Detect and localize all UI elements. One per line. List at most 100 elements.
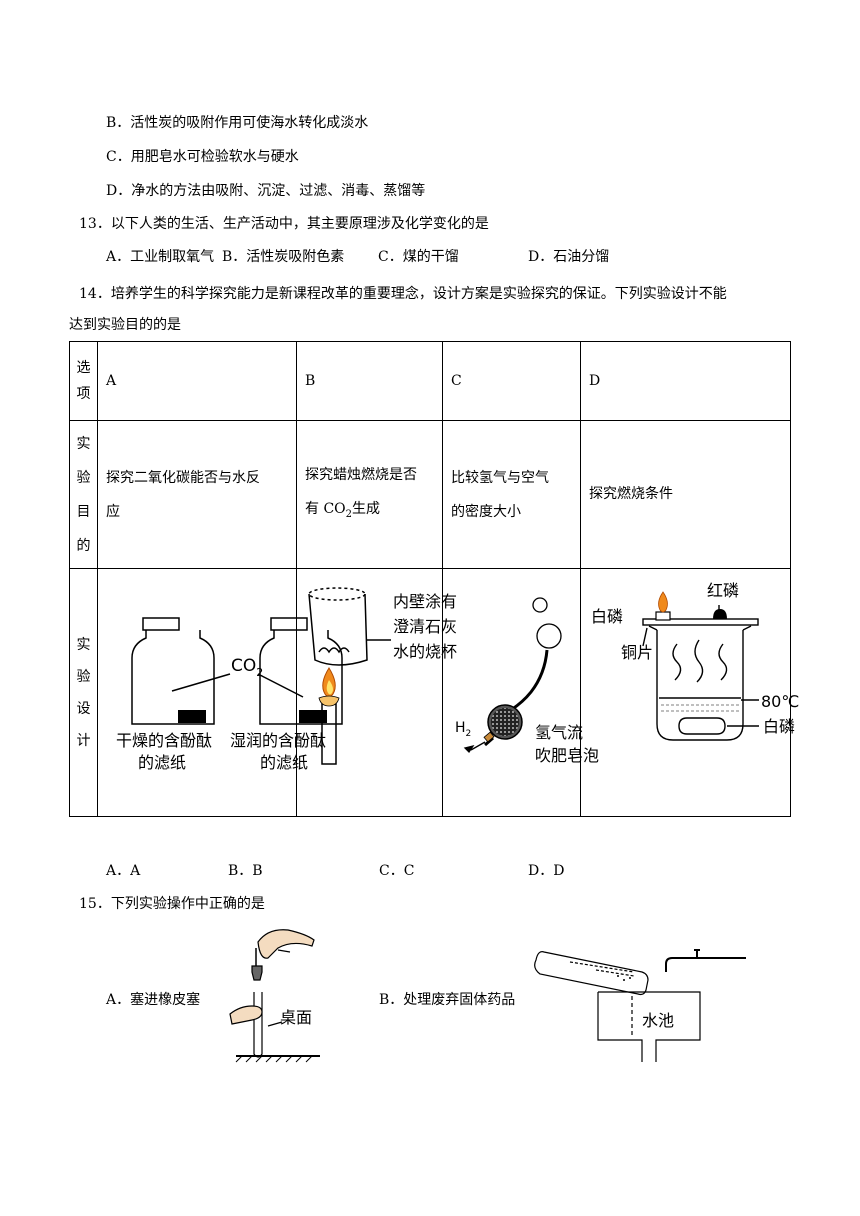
row-label-char: 验 xyxy=(76,668,91,685)
beaker-d xyxy=(656,629,744,741)
purpose-b-sub: 2 xyxy=(345,508,353,520)
purpose-a-line2: 应 xyxy=(106,503,120,520)
white-p-sample xyxy=(655,610,671,621)
upper-hand xyxy=(257,929,315,959)
design-d-diagram: 红磷 白磷 铜片 80℃ 白磷 xyxy=(591,581,799,741)
table-row-design: 实 验 设 计 CO2 xyxy=(69,568,799,817)
row-label-char: 选 xyxy=(76,360,91,376)
desk-label: 桌面 xyxy=(280,1008,312,1027)
q13-option-d: D．石油分馏 xyxy=(528,249,610,265)
design-c-cell: H2 氢气流 吹肥皂泡 xyxy=(442,568,599,817)
purpose-b: 探究蜡烛燃烧是否 有 CO2生成 xyxy=(296,420,443,569)
header-d: D xyxy=(580,341,791,421)
copper-plate xyxy=(642,617,759,626)
row-label-char: 的 xyxy=(76,537,91,554)
purpose-b-line2: 有 CO2生成 xyxy=(305,492,434,532)
design-b-diagram: 内壁涂有 澄清石灰 水的烧杯 xyxy=(308,586,457,765)
stopper-diagram: 桌面 xyxy=(229,929,320,1063)
beaker-label-3: 水的烧杯 xyxy=(393,642,457,661)
white-p-label: 白磷 xyxy=(591,607,623,626)
co2-leader-right xyxy=(257,672,304,698)
wet-paper-label-1: 湿润的含酚酞 xyxy=(230,731,326,750)
row-label-char: 计 xyxy=(76,732,91,749)
co2-label: CO2 xyxy=(231,656,263,679)
sink-label: 水池 xyxy=(642,1011,674,1030)
bottle-stopper-left xyxy=(142,616,180,631)
row-label-char: 验 xyxy=(76,469,91,486)
faucet-pipe xyxy=(665,957,746,972)
bubble-small xyxy=(532,596,548,613)
row-label-char: 设 xyxy=(76,700,91,717)
vapor-3 xyxy=(718,643,728,680)
q12-option-c: C．用肥皂水可检验软水与硬水 xyxy=(106,149,299,165)
design-d-cell: 红磷 白磷 铜片 80℃ 白磷 xyxy=(580,568,799,817)
beaker-label-2: 澄清石灰 xyxy=(393,617,457,636)
q15-option-a: A．塞进橡皮塞 xyxy=(106,992,201,1008)
red-p-sample xyxy=(713,608,727,619)
wet-paper-label-2: 的滤纸 xyxy=(260,753,308,772)
gas-arrow-head xyxy=(463,744,475,753)
purpose-d: 探究燃烧条件 xyxy=(580,420,791,569)
q12-option-b: B．活性炭的吸附作用可使海水转化成淡水 xyxy=(106,115,369,131)
q13-option-a: A．工业制取氧气 xyxy=(106,249,215,265)
sink-diagram: 水池 xyxy=(534,949,746,1062)
flame-core xyxy=(326,679,333,694)
design-c-diagram: H2 氢气流 吹肥皂泡 xyxy=(455,596,599,765)
table-row-options: 选 项 A B C D xyxy=(69,341,791,421)
white-p-water-label: 白磷 xyxy=(763,717,795,736)
h2-label: H2 xyxy=(455,720,471,739)
beaker-rim xyxy=(308,586,366,601)
temp-label: 80℃ xyxy=(761,692,799,711)
q13-stem: 13．以下人类的生活、生产活动中，其主要原理涉及化学变化的是 xyxy=(79,216,489,232)
q13-option-c: C．煤的干馏 xyxy=(378,249,459,265)
tilted-test-tube xyxy=(534,951,649,996)
purpose-b-post: 生成 xyxy=(352,500,381,517)
purpose-c-line2: 的密度大小 xyxy=(451,503,521,520)
test-tube xyxy=(253,992,263,1058)
q14-answer-d: D．D xyxy=(528,863,565,879)
design-b-cell: 内壁涂有 澄清石灰 水的烧杯 xyxy=(296,568,457,817)
purpose-c: 比较氢气与空气 的密度大小 xyxy=(442,420,581,569)
row-label-purpose: 实 验 目 的 xyxy=(69,420,98,569)
co2-leader-left xyxy=(171,672,231,692)
filter-paper-wet xyxy=(299,709,327,723)
header-b: B xyxy=(296,341,443,421)
q15-stem: 15．下列实验操作中正确的是 xyxy=(79,896,265,912)
h2-flow-label-2: 吹肥皂泡 xyxy=(535,746,599,765)
inverted-beaker xyxy=(308,593,368,666)
red-p-label: 红磷 xyxy=(707,581,739,600)
q13-option-b: B．活性炭吸附色素 xyxy=(222,249,345,265)
bottle-left xyxy=(131,629,215,725)
copper-label: 铜片 xyxy=(621,643,653,662)
filter-paper-dry xyxy=(178,709,206,723)
purpose-b-line1: 探究蜡烛燃烧是否 xyxy=(305,466,417,483)
bottle-stopper-right xyxy=(270,616,308,631)
beaker-coating xyxy=(318,646,350,653)
row-label-char: 实 xyxy=(76,636,91,653)
row-label-char: 实 xyxy=(76,435,91,452)
beaker-label-1: 内壁涂有 xyxy=(393,592,457,611)
lower-hand xyxy=(229,1005,263,1025)
q14-answer-a: A．A xyxy=(106,863,141,879)
q14-stem-line2: 达到实验目的的是 xyxy=(69,317,181,333)
header-a: A xyxy=(97,341,297,421)
header-c: C xyxy=(442,341,581,421)
design-a-cell: CO2 干燥的含酚酞 的滤纸 湿润的含酚酞 的滤纸 xyxy=(97,568,343,817)
gas-arrow-line xyxy=(470,740,486,751)
purpose-b-pre: 有 CO xyxy=(305,500,346,517)
white-p-underwater xyxy=(678,716,726,735)
dry-paper-label-1: 干燥的含酚酞 xyxy=(116,731,212,750)
table-row-purpose: 实 验 目 的 探究二氧化碳能否与水反 应 探究蜡烛燃烧是否 有 CO2生成 比… xyxy=(69,420,791,569)
bottle-right xyxy=(259,629,343,725)
copper-leader xyxy=(642,627,648,646)
q15-option-b: B．处理废弃固体药品 xyxy=(379,992,516,1008)
row-label-option: 选 项 xyxy=(69,341,98,421)
purpose-a: 探究二氧化碳能否与水反 应 xyxy=(97,420,297,569)
bubble-large xyxy=(536,622,562,649)
dry-paper-label-2: 的滤纸 xyxy=(138,753,186,772)
purpose-c-line1: 比较氢气与空气 xyxy=(451,469,549,486)
sink-basin xyxy=(598,991,701,1062)
row-label-char: 目 xyxy=(76,503,91,520)
q14-table: 选 项 A B C D 实 验 目 的 探究二氧化碳能否与水反 应 探究蜡烛燃烧… xyxy=(69,341,799,817)
h2-flow-label-1: 氢气流 xyxy=(535,723,583,742)
